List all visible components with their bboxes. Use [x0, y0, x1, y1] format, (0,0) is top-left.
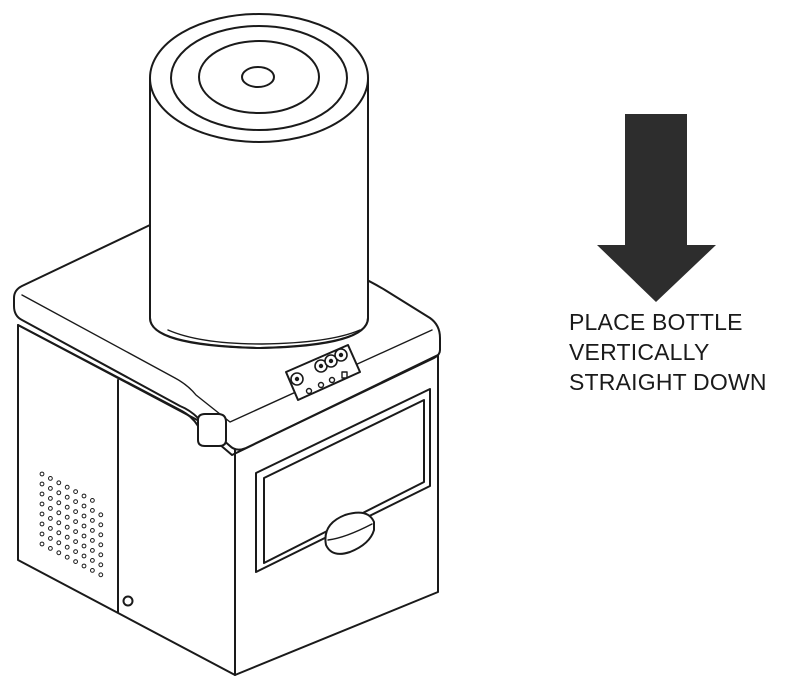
vent-hole — [98, 552, 104, 558]
control-panel — [285, 344, 361, 401]
ice-window-outer-frame[interactable] — [255, 388, 431, 573]
vent-hole — [56, 550, 62, 556]
vent-hole — [39, 521, 45, 527]
lid-bevel-line — [21, 294, 433, 423]
vent-hole — [39, 531, 45, 537]
vent-hole — [64, 524, 70, 530]
vent-hole — [73, 499, 78, 505]
indicator-icon-1 — [305, 387, 313, 395]
ice-window-inner-frame — [263, 399, 425, 564]
vent-hole — [48, 516, 53, 521]
ice-window — [255, 388, 431, 573]
vent-hole — [73, 529, 78, 534]
vent-hole — [90, 568, 95, 573]
vent-hole — [48, 506, 53, 511]
vent-hole — [73, 549, 78, 554]
door-finger-pull-lip — [327, 523, 373, 541]
lid-handle — [197, 413, 227, 447]
vent-hole — [64, 554, 70, 560]
vent-hole — [64, 484, 70, 490]
bottle-cap-center — [241, 66, 275, 88]
instruction-line-3: STRAIGHT DOWN — [569, 369, 767, 395]
bottle-base-rim — [149, 317, 369, 349]
down-arrow-icon — [597, 114, 716, 302]
vent-hole — [56, 490, 62, 496]
bottle-top-ring — [170, 25, 348, 131]
door-finger-pull[interactable] — [324, 511, 375, 555]
vent-hole — [98, 572, 104, 578]
mode-button-3-dot — [338, 352, 344, 358]
vent-hole — [73, 519, 78, 524]
vent-hole — [90, 498, 95, 503]
instruction-line-1: PLACE BOTTLE — [569, 309, 743, 335]
bottle-top — [149, 13, 369, 143]
vent-hole — [48, 536, 53, 541]
vent-hole — [81, 553, 87, 559]
vent-hole — [73, 559, 78, 564]
instruction-line-2: VERTICALLY — [569, 339, 710, 365]
vent-hole — [39, 501, 45, 507]
vent-hole — [90, 538, 95, 543]
vent-hole — [39, 471, 45, 477]
vent-hole — [73, 489, 78, 495]
vent-hole — [39, 491, 45, 497]
vent-hole — [48, 546, 53, 551]
side-screw — [122, 595, 134, 607]
vent-hole — [39, 481, 45, 487]
vent-hole — [56, 520, 62, 526]
vent-hole — [64, 534, 70, 540]
vent-hole — [56, 510, 62, 516]
vent-hole — [73, 509, 78, 515]
vent-hole — [81, 523, 87, 529]
water-bottle — [149, 13, 369, 349]
vent-hole — [90, 508, 95, 513]
vent-hole — [73, 539, 78, 544]
vent-hole — [39, 511, 45, 517]
mode-button-2-dot — [328, 358, 334, 364]
indicator-icon-3 — [328, 376, 336, 384]
vent-hole — [98, 522, 104, 528]
vent-hole — [98, 532, 104, 538]
vent-grille-icon — [39, 471, 104, 578]
bottle-cap-ring — [198, 40, 320, 114]
vent-hole — [56, 480, 62, 486]
bottle-base-rim-inner — [167, 329, 361, 345]
vent-hole — [48, 476, 53, 481]
indicator-icon-4 — [341, 371, 348, 379]
vent-hole — [48, 486, 53, 491]
vent-hole — [39, 541, 45, 547]
instruction-text: PLACE BOTTLE VERTICALLY STRAIGHT DOWN — [569, 307, 767, 397]
vent-hole — [98, 512, 104, 518]
vent-hole — [90, 548, 95, 553]
power-button-dot — [294, 376, 300, 382]
vent-hole — [56, 540, 62, 546]
vent-hole — [81, 503, 87, 509]
vent-hole — [98, 542, 104, 548]
vent-hole — [64, 514, 70, 520]
vent-hole — [81, 513, 87, 519]
vent-hole — [81, 493, 87, 499]
vent-hole — [81, 543, 87, 549]
vent-hole — [90, 558, 95, 563]
vent-hole — [48, 496, 53, 501]
vent-hole — [64, 544, 70, 550]
vent-hole — [64, 504, 70, 510]
vent-hole — [48, 526, 53, 531]
indicator-icon-2 — [317, 381, 325, 389]
vent-hole — [56, 530, 62, 536]
vent-hole — [64, 494, 70, 500]
vent-hole — [90, 528, 95, 533]
vent-hole — [56, 500, 62, 506]
mode-button-1-dot — [318, 363, 324, 369]
vent-hole — [81, 533, 87, 539]
vent-hole — [81, 563, 87, 569]
vent-hole — [98, 562, 104, 568]
vent-hole — [90, 518, 95, 523]
